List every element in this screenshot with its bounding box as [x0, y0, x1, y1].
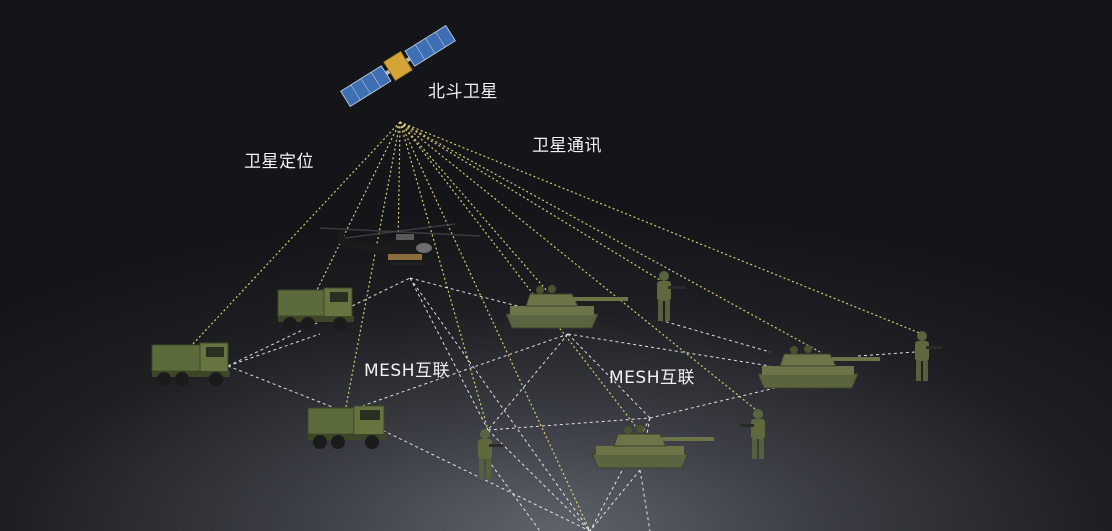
tank-icon [591, 425, 714, 469]
mesh-link [487, 333, 569, 431]
sat-link-center [399, 121, 489, 431]
tank-icon [757, 345, 880, 389]
mesh-label-right: MESH互联 [609, 368, 695, 388]
helicopter-icon [319, 223, 481, 265]
mesh-link [589, 469, 641, 531]
truck-icon [151, 342, 230, 386]
sat-link-soldier-3 [399, 121, 923, 335]
mesh-link [227, 333, 321, 367]
truck-icon [307, 405, 386, 449]
soldier-icon [740, 409, 765, 459]
sat-link-bottom [399, 121, 591, 531]
soldier-icon [915, 331, 942, 381]
mesh-link [659, 319, 771, 353]
mesh-label-left: MESH互联 [364, 361, 450, 381]
satellite-icon [340, 24, 456, 108]
soldier-icon [657, 271, 686, 321]
mesh-link [639, 469, 651, 531]
sat-link-truck-1 [191, 121, 401, 346]
mesh-link [487, 459, 541, 531]
truck-icon [277, 287, 354, 331]
sat-link-tank-3 [399, 121, 821, 353]
mesh-link [567, 333, 651, 419]
mesh-link [409, 277, 591, 531]
mesh-link [567, 333, 771, 367]
tank-icon [505, 285, 628, 329]
sat-link-soldier-1 [399, 121, 661, 281]
mesh-link [857, 351, 916, 357]
soldier-icon [478, 429, 503, 479]
satellite-label: 北斗卫星 [428, 82, 498, 102]
mesh-link [409, 277, 489, 431]
mesh-link [227, 365, 346, 413]
satellite-links [191, 121, 923, 531]
sat-link-tank-1 [399, 121, 549, 293]
communication-label: 卫星通讯 [532, 136, 602, 156]
sat-link-helicopter [397, 121, 401, 251]
sat-link-soldier-2 [399, 121, 761, 414]
sat-link-truck-2 [315, 121, 401, 293]
positioning-label: 卫星定位 [244, 152, 314, 172]
mesh-link [227, 277, 411, 367]
sat-link-tank-2 [399, 121, 641, 433]
